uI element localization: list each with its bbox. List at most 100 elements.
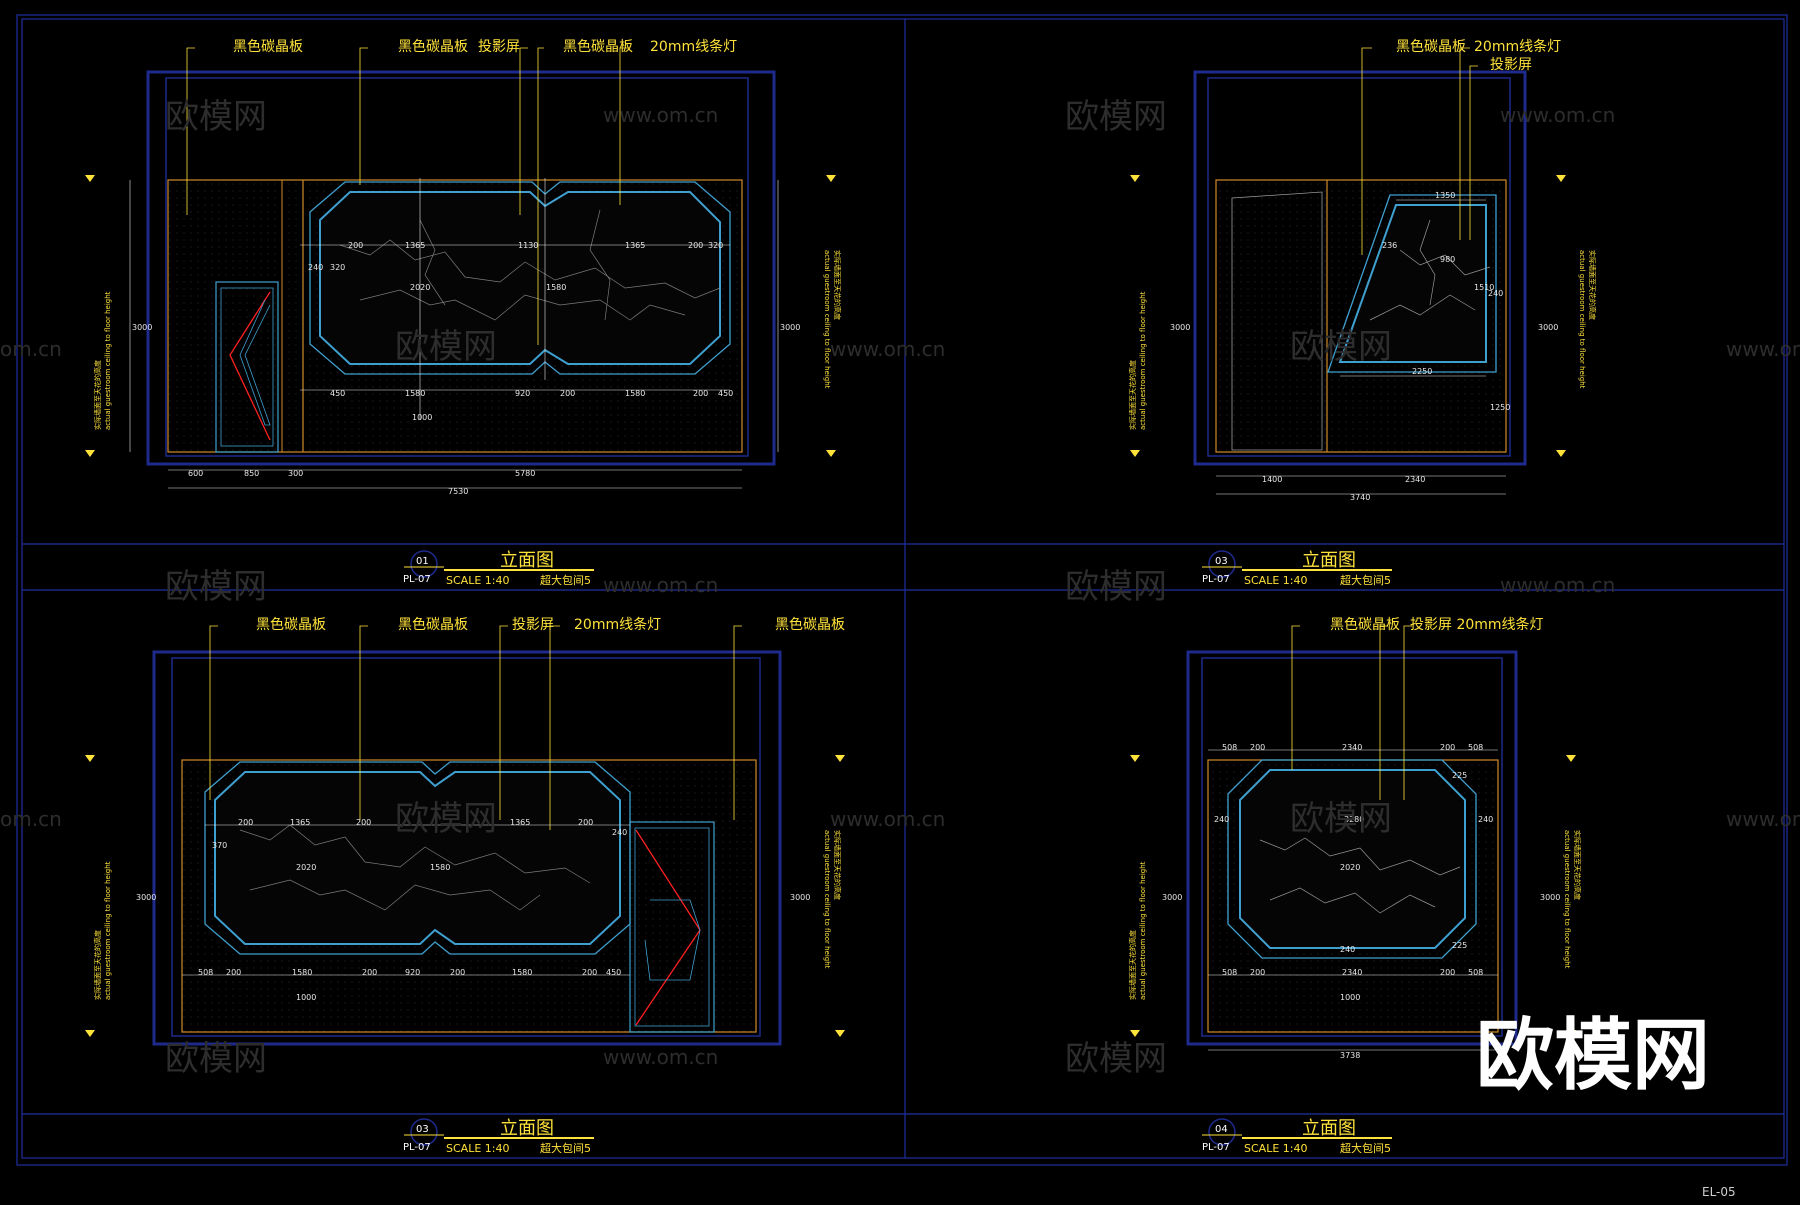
dimension-text: 3000 (136, 893, 156, 902)
elevation-view-04: 黑色碳晶板 投影屏 20mm线条灯 508 200 2340 200 508 2… (1128, 616, 1582, 1155)
label-projection-screen: 投影屏 (1490, 57, 1532, 73)
dimension-text: 240 (1340, 945, 1355, 954)
outer-frame (146, 70, 776, 466)
dimension-text: 240 (1478, 815, 1493, 824)
view-room: 超大包间5 (540, 1141, 591, 1155)
view-title: 立面图 (500, 1118, 554, 1139)
dimension-text: 3000 (1540, 893, 1560, 902)
dimension-text: 200 (1440, 968, 1455, 977)
dimension-text: 300 (288, 469, 303, 478)
watermark-logo: 欧模网 (1290, 799, 1392, 839)
marble-panel (319, 191, 721, 365)
watermark-url: www.om.cn (603, 1045, 718, 1069)
height-label-en: actual guestroom ceiling to floor height (104, 861, 112, 1000)
label-black-panel: 黑色碳晶板 (563, 38, 633, 55)
dimension-text: 3000 (1538, 323, 1558, 332)
dimension-text: 1365 (405, 241, 425, 250)
label-black-panel: 黑色碳晶板 (1330, 616, 1400, 633)
dimension-text: 200 (362, 968, 377, 977)
dimension-text: 370 (212, 841, 227, 850)
watermark-logo: 欧模网 (165, 97, 267, 137)
dimension-text: 3740 (1350, 493, 1370, 502)
view-room: 超大包间5 (1340, 1141, 1391, 1155)
dimension-text: 2020 (410, 283, 430, 292)
dimension-text: 200 (450, 968, 465, 977)
height-label-cn: 实际墙面至天花的高度 (833, 830, 842, 900)
label-black-panel: 黑色碳晶板 (398, 38, 468, 55)
height-label-cn: 实际墙面至天花的高度 (93, 930, 102, 1000)
dimension-text: 240 (308, 263, 323, 272)
label-projection-screen: 投影屏 (478, 39, 520, 55)
inner-frame (165, 77, 749, 457)
dimension-text: 320 (330, 263, 345, 272)
watermark-url: www.om.cn (1500, 573, 1615, 597)
label-black-panel: 黑色碳晶板 (233, 38, 303, 55)
height-label-cn: 实际墙面至天花的高度 (833, 250, 842, 320)
view-number: 01 (416, 556, 429, 567)
dimension-text: 1365 (290, 818, 310, 827)
watermark-url: www.om.cn (1726, 337, 1800, 361)
elevation-view-03-a: 黑色碳晶板 20mm线条灯 投影屏 1350 980 236 1510 240 … (1128, 38, 1597, 587)
elevation-view-03-b: 黑色碳晶板 黑色碳晶板 投影屏 20mm线条灯 黑色碳晶板 200 1365 2… (85, 616, 845, 1155)
view-title: 立面图 (1302, 550, 1356, 571)
dimension-text: 1580 (625, 389, 645, 398)
dimension-text: 240 (1214, 815, 1229, 824)
dimension-text: 2340 (1342, 968, 1362, 977)
dimension-text: 200 (356, 818, 371, 827)
dimension-text: 450 (330, 389, 345, 398)
watermark-logo: 欧模网 (165, 567, 267, 607)
dimension-text: 3738 (1340, 1051, 1360, 1060)
view-title: 立面图 (1302, 1118, 1356, 1139)
height-label-cn: 实际墙面至天花的高度 (1128, 360, 1137, 430)
watermark-url: www.om.cn (603, 103, 718, 127)
dimension-text: 508 (198, 968, 213, 977)
dimension-text: 3000 (780, 323, 800, 332)
marble-panel (214, 771, 621, 945)
dimension-text: 3000 (1170, 323, 1190, 332)
watermark-logo: 欧模网 (395, 327, 497, 367)
dimension-text: 1000 (1340, 993, 1360, 1002)
view-title: 立面图 (500, 550, 554, 571)
dimension-text: 1580 (292, 968, 312, 977)
watermark-logo: 欧模网 (1065, 97, 1167, 137)
dimension-text: 225 (1452, 771, 1467, 780)
dimension-text: 2340 (1405, 475, 1425, 484)
label-black-panel: 黑色碳晶板 (398, 616, 468, 633)
dimension-text: 240 (1488, 289, 1503, 298)
dimension-text: 200 (1440, 743, 1455, 752)
dimension-text: 200 (560, 389, 575, 398)
view-ref: PL-07 (1202, 1142, 1230, 1153)
watermark-url: om.cn (0, 807, 62, 831)
dimension-text: 920 (515, 389, 530, 398)
dimension-text: 980 (1440, 255, 1455, 264)
dimension-text: 508 (1222, 743, 1237, 752)
dimension-text: 2250 (1412, 367, 1432, 376)
height-label-cn: 实际墙面至天花的高度 (1573, 830, 1582, 900)
door (215, 281, 279, 453)
sheet-number: EL-05 (1702, 1185, 1736, 1199)
label-led-strip: 20mm线条灯 (1474, 38, 1561, 55)
dimension-text: 236 (1382, 241, 1397, 250)
watermark-logo: 欧模网 (1065, 1039, 1167, 1079)
dimension-text: 1000 (296, 993, 316, 1002)
dimension-text: 320 (708, 241, 723, 250)
marble-panel (1338, 204, 1487, 363)
height-label-cn: 实际墙面至天花的高度 (1128, 930, 1137, 1000)
dimension-text: 508 (1468, 743, 1483, 752)
dimension-text: 1000 (412, 413, 432, 422)
dimension-text: 225 (1452, 941, 1467, 950)
dimension-text: 2020 (296, 863, 316, 872)
watermark-url: www.om.cn (603, 573, 718, 597)
watermark-logo: 欧模网 (165, 1039, 267, 1079)
dimension-text: 200 (348, 241, 363, 250)
height-label-en: actual guestroom ceiling to floor height (1563, 830, 1571, 969)
dimension-text: 3000 (1162, 893, 1182, 902)
view-ref: PL-07 (403, 574, 431, 585)
label-black-panel: 黑色碳晶板 (256, 616, 326, 633)
label-black-panel: 黑色碳晶板 (775, 616, 845, 633)
dimension-text: 2020 (1340, 863, 1360, 872)
view-scale: SCALE 1:40 (1244, 1142, 1307, 1155)
dimension-text: 3000 (132, 323, 152, 332)
view-number: 03 (1215, 556, 1228, 567)
